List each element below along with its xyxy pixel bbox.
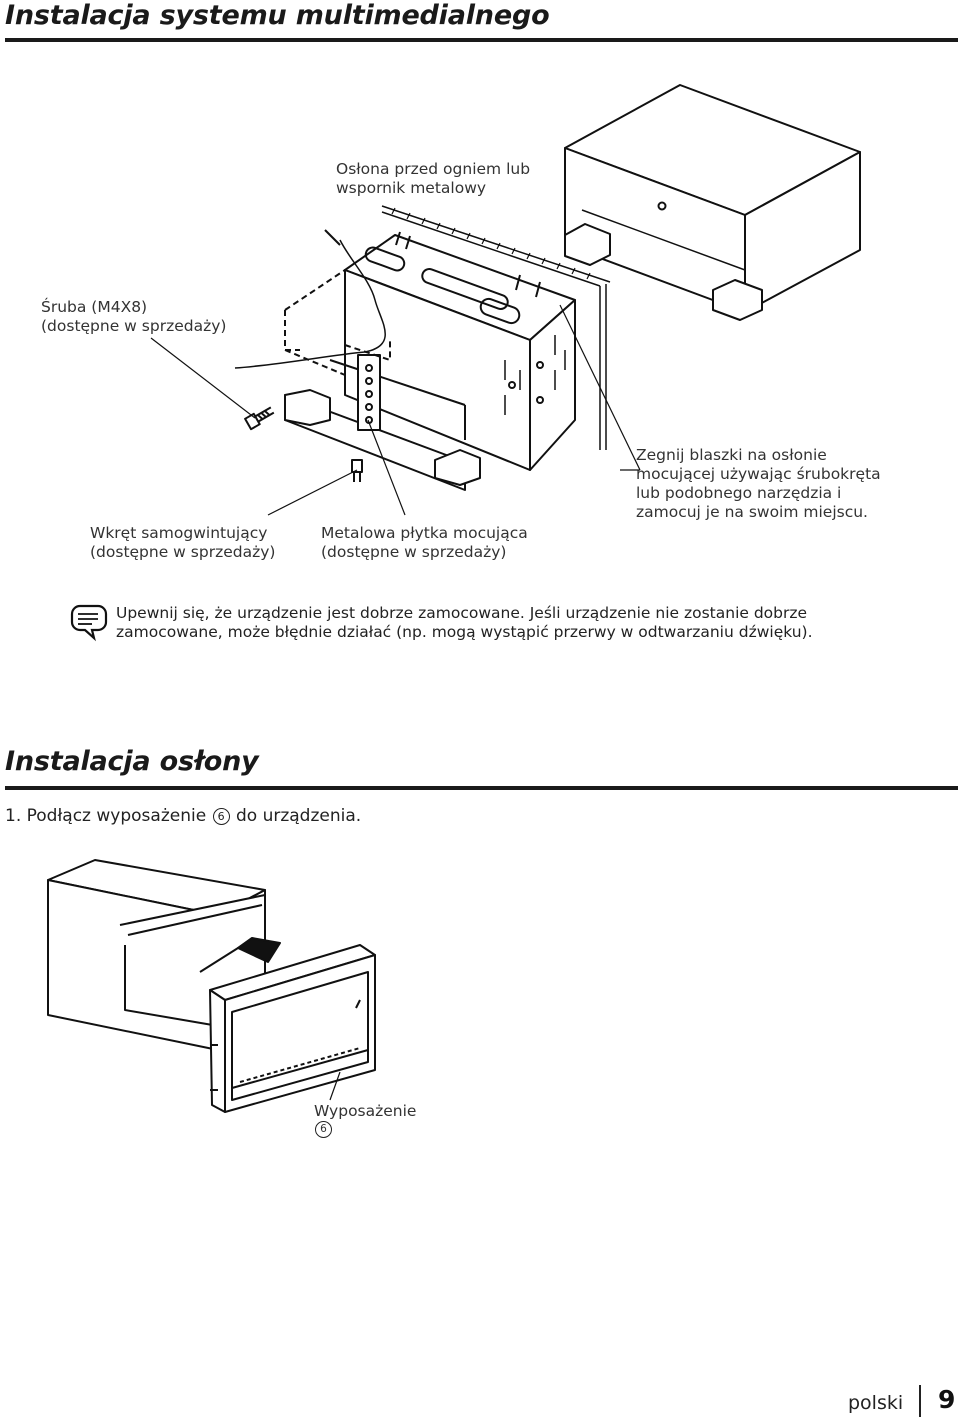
footer-language: polski (848, 1392, 904, 1414)
footer-divider (919, 1385, 921, 1417)
label-tapping-screw: Wkręt samogwintujący (dostępne w sprzeda… (90, 524, 276, 561)
label-fire-shield: Osłona przed ogniem lub wspornik metalow… (336, 160, 531, 197)
title-rule-2 (5, 786, 958, 790)
label-bend-tabs: Zegnij blaszki na osłonie mocującej używ… (636, 446, 881, 521)
note-text: Upewnij się, że urządzenie jest dobrze z… (116, 604, 813, 641)
page-number: 9 (938, 1385, 956, 1414)
label-accessory-6: Wyposażenie 6 (314, 1102, 416, 1138)
label-m4x8-screw: Śruba (M4X8) (dostępne w sprzedaży) (41, 298, 227, 335)
section-title-escutcheon: Instalacja osłony (5, 746, 259, 777)
title-rule (5, 38, 958, 42)
mounting-illustration (150, 84, 861, 516)
accessory-6-badge: 6 (315, 1121, 332, 1138)
step-1: 1. Podłącz wyposażenie 6 do urządzenia. (5, 806, 362, 826)
label-metal-strap: Metalowa płytka mocująca (dostępne w spr… (321, 524, 528, 561)
accessory-number-badge: 6 (212, 808, 230, 825)
note-icon (70, 604, 108, 642)
section-title-multimedia: Instalacja systemu multimedialnego (5, 0, 550, 31)
